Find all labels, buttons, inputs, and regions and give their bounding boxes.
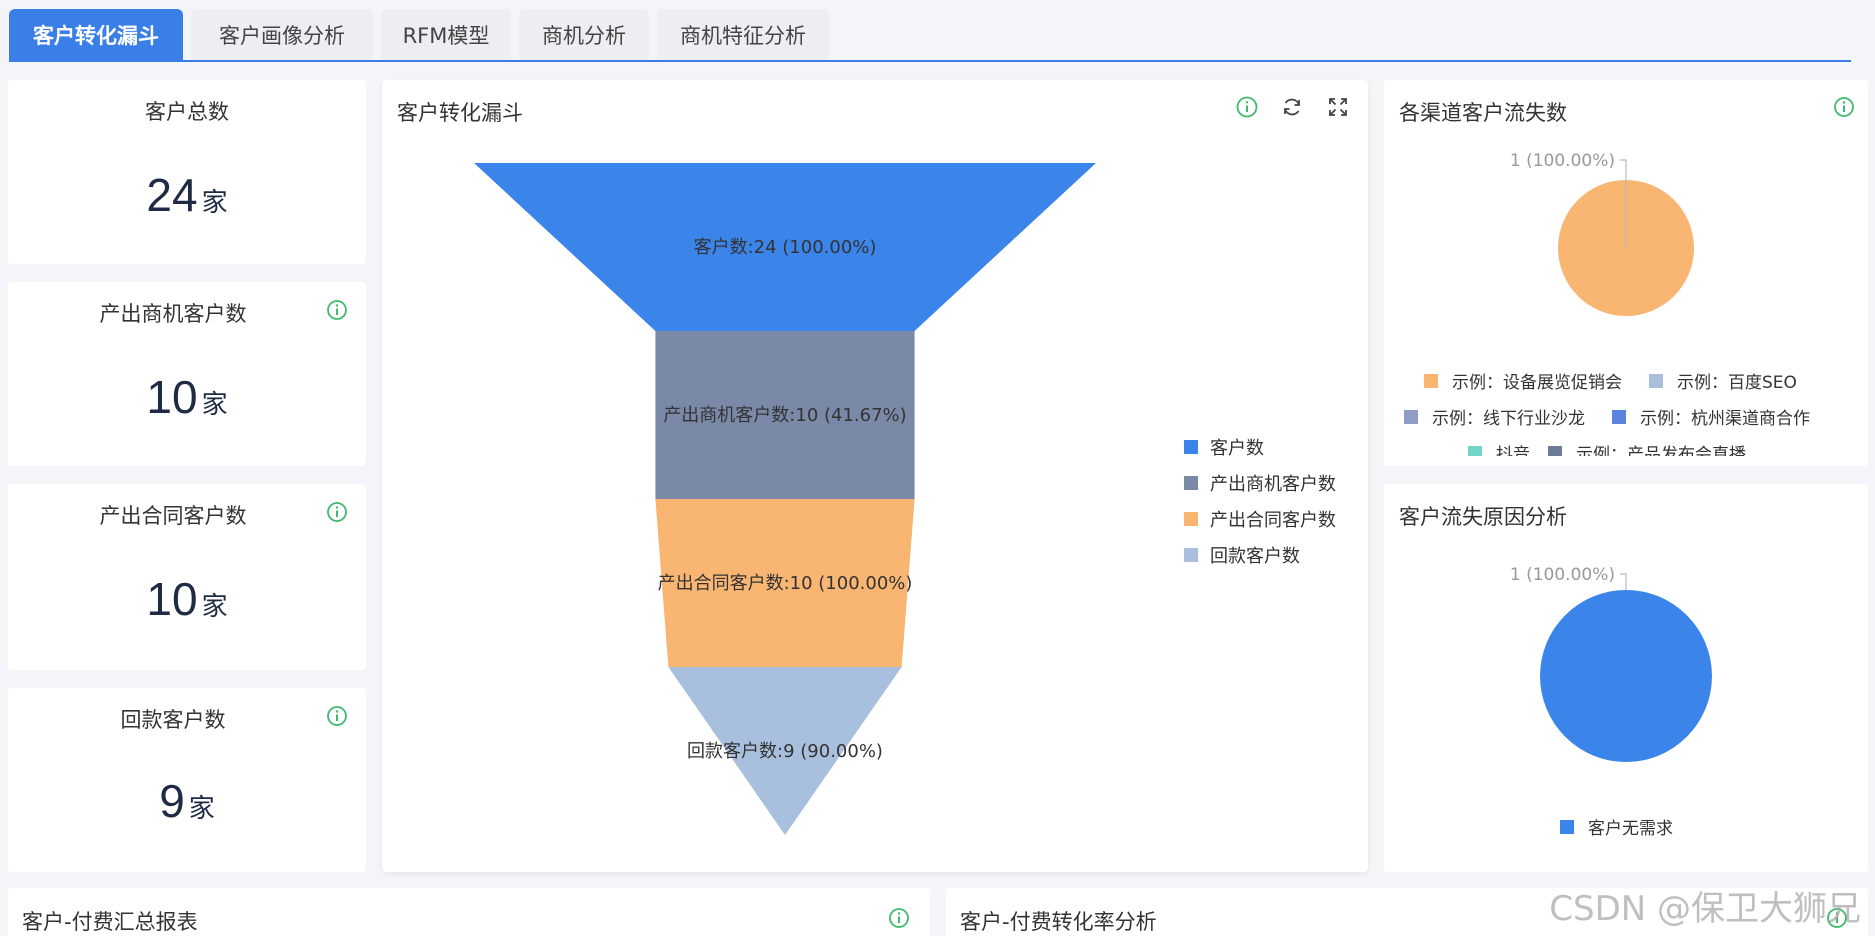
payment-conversion-card: 客户-付费转化率分析: [946, 888, 1868, 936]
legend-label: 回款客户数: [1210, 546, 1300, 567]
funnel-chart: 客户数:24 (100.00%) 产出商机客户数:10 (41.67%) 产出合同客…: [474, 163, 1096, 835]
metric-title: 回款客户数: [120, 708, 226, 732]
metric-value: 9: [159, 775, 185, 827]
churn-reason-pie: 1 (100.00%): [1510, 565, 1712, 762]
pie-legend-item[interactable]: 客户无需求: [1560, 814, 1673, 839]
tab-opportunity-feature[interactable]: 商机特征分析: [657, 9, 829, 60]
metric-unit: 家: [188, 794, 215, 824]
info-icon[interactable]: [1826, 907, 1848, 929]
tab-opportunity-analysis[interactable]: 商机分析: [519, 9, 649, 60]
funnel-segment[interactable]: [655, 499, 915, 667]
legend-label: 抖音: [1496, 445, 1530, 456]
legend-label: 示例：产品发布会直播: [1576, 445, 1746, 456]
fullscreen-icon[interactable]: [1326, 95, 1350, 119]
channel-churn-pie: 1 (100.00%): [1510, 151, 1694, 316]
legend-swatch: [1184, 548, 1198, 562]
pie-slice[interactable]: [1540, 590, 1712, 762]
legend-swatch: [1649, 373, 1663, 388]
info-icon[interactable]: [1235, 95, 1259, 119]
funnel-legend-item[interactable]: 产出合同客户数: [1184, 506, 1336, 532]
funnel-segment-label: 客户数:24 (100.00%): [694, 237, 877, 258]
card-title: 客户-付费转化率分析: [960, 910, 1157, 934]
pie-slice-label: 1 (100.00%): [1510, 565, 1615, 585]
legend-swatch: [1612, 409, 1626, 424]
metric-value: 10: [146, 573, 198, 625]
info-icon[interactable]: [888, 907, 910, 929]
pie-legend-item[interactable]: 示例：杭州渠道商合作: [1612, 404, 1810, 429]
pie-legend-item[interactable]: 抖音: [1468, 440, 1530, 456]
metric-title: 客户总数: [145, 100, 229, 124]
legend-label: 示例：杭州渠道商合作: [1640, 409, 1810, 429]
legend-swatch: [1548, 445, 1562, 456]
pie-legend-item[interactable]: 示例：设备展览促销会: [1424, 368, 1622, 393]
watermark: CSDN @保卫大狮兄: [1549, 889, 1861, 929]
legend-swatch: [1184, 476, 1198, 490]
legend-swatch: [1424, 373, 1438, 388]
pie-legend-item[interactable]: 示例：线下行业沙龙: [1404, 404, 1585, 429]
funnel-legend-item[interactable]: 产出商机客户数: [1184, 470, 1336, 496]
funnel-segment-label: 产出合同客户数:10 (100.00%): [658, 573, 913, 594]
metric-unit: 家: [201, 390, 228, 420]
legend-label: 示例：设备展览促销会: [1452, 373, 1622, 393]
legend-label: 客户无需求: [1588, 819, 1673, 839]
legend-label: 产出合同客户数: [1210, 510, 1336, 531]
channel-legend: 示例：设备展览促销会 示例：百度SEO 示例：线下行业沙龙 示例：杭州渠道商合作…: [1384, 360, 1868, 456]
info-icon[interactable]: [326, 299, 348, 321]
metric-unit: 家: [201, 592, 228, 622]
funnel-segment-label: 产出商机客户数:10 (41.67%): [663, 405, 906, 426]
legend-label: 客户数: [1210, 438, 1264, 459]
churn-reason-card: 客户流失原因分析 1 (100.00%) 客户无需求: [1384, 484, 1868, 872]
funnel-segment[interactable]: [474, 163, 1096, 331]
metric-value: 10: [146, 371, 198, 423]
tab-customer-funnel[interactable]: 客户转化漏斗: [9, 9, 183, 60]
funnel-card: 客户转化漏斗 客户数:24 (100.00%) 产出商机客户数:10 (41.67…: [382, 80, 1368, 872]
legend-label: 示例：百度SEO: [1677, 373, 1797, 393]
legend-swatch: [1184, 512, 1198, 526]
pie-label-line: [1620, 573, 1627, 590]
funnel-segment-label: 回款客户数:9 (90.00%): [687, 741, 883, 762]
metric-unit: 家: [201, 188, 228, 218]
channel-churn-card: 各渠道客户流失数 1 (100.00%) 示例：设备展览促销会 示例：百度SEO…: [1384, 80, 1868, 466]
pie-legend-item[interactable]: 示例：百度SEO: [1649, 368, 1797, 393]
funnel-segment[interactable]: [655, 331, 915, 499]
info-icon[interactable]: [1833, 96, 1855, 118]
card-title: 客户转化漏斗: [397, 101, 523, 125]
card-title: 客户流失原因分析: [1399, 505, 1567, 529]
metric-title: 产出商机客户数: [99, 302, 247, 326]
tab-customer-portrait[interactable]: 客户画像分析: [191, 9, 373, 60]
legend-swatch: [1560, 819, 1574, 834]
card-title: 客户-付费汇总报表: [22, 910, 198, 934]
metric-value: 24: [146, 169, 198, 221]
legend-label: 产出商机客户数: [1210, 474, 1336, 495]
pie-label-line: [1620, 159, 1627, 248]
tab-rfm-model[interactable]: RFM模型: [381, 9, 511, 60]
metric-title: 产出合同客户数: [99, 504, 247, 528]
pie-legend-item[interactable]: 示例：产品发布会直播: [1548, 440, 1746, 456]
refresh-icon[interactable]: [1280, 95, 1304, 119]
payment-summary-card: 客户-付费汇总报表: [8, 888, 930, 936]
legend-swatch: [1184, 440, 1198, 454]
legend-swatch: [1404, 409, 1418, 424]
pie-slice-label: 1 (100.00%): [1510, 151, 1615, 171]
funnel-segment[interactable]: [668, 667, 902, 835]
funnel-legend-item[interactable]: 回款客户数: [1184, 542, 1300, 568]
info-icon[interactable]: [326, 501, 348, 523]
info-icon[interactable]: [326, 705, 348, 727]
legend-label: 示例：线下行业沙龙: [1432, 409, 1585, 429]
funnel-legend-item[interactable]: 客户数: [1184, 434, 1264, 460]
tab-bar: 客户转化漏斗 客户画像分析 RFM模型 商机分析 商机特征分析: [9, 9, 1851, 62]
card-title: 各渠道客户流失数: [1399, 101, 1567, 125]
legend-swatch: [1468, 445, 1482, 456]
